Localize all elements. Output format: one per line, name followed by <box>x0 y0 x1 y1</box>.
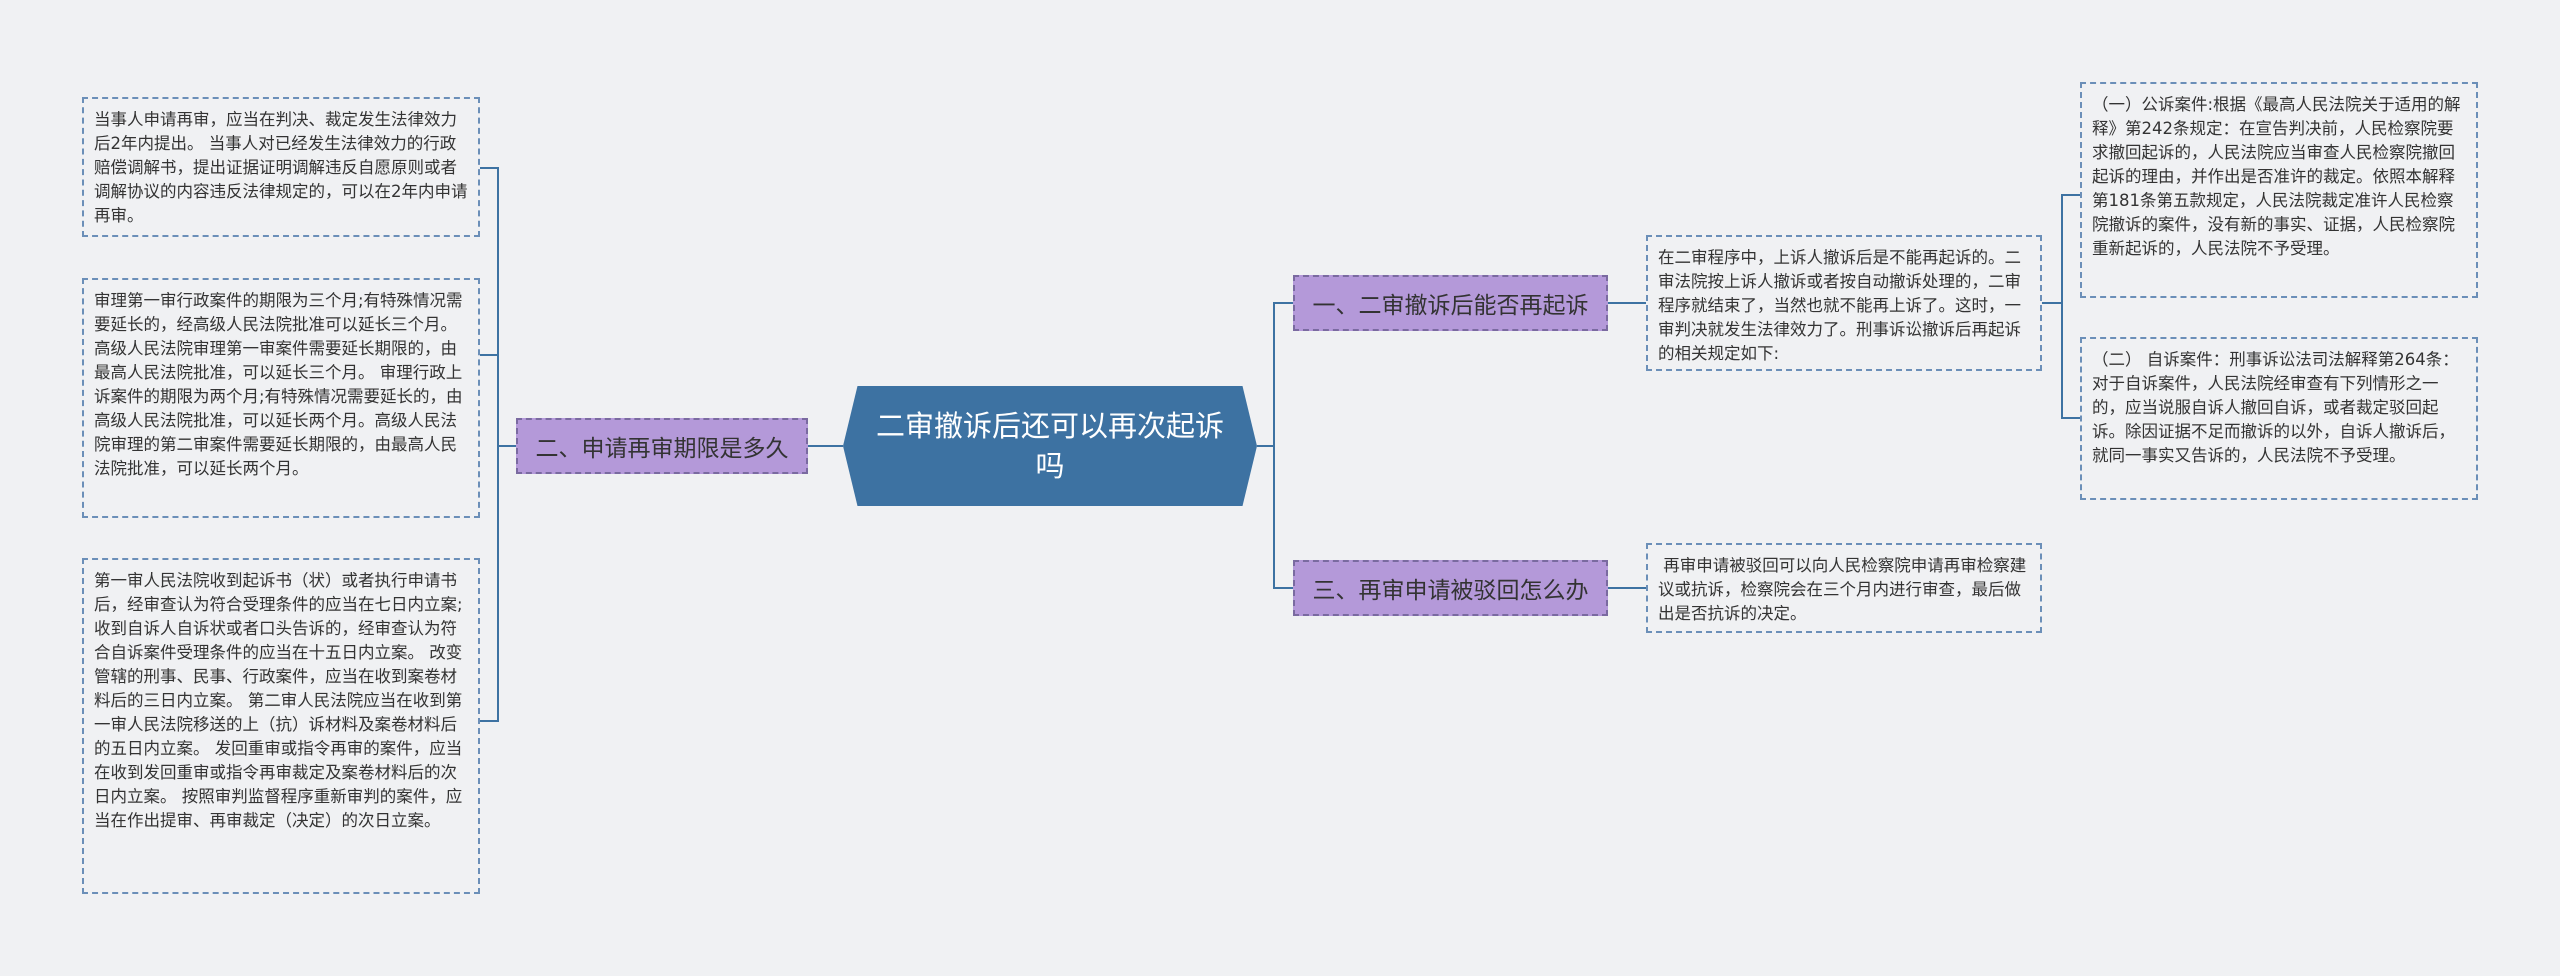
branch-topic-retrial-rejected[interactable]: 三、再审申请被驳回怎么办 <box>1293 560 1608 616</box>
central-topic[interactable]: 二审撤诉后还可以再次起诉吗 <box>843 386 1257 506</box>
leaf-b2-trial-period[interactable]: 审理第一审行政案件的期限为三个月;有特殊情况需要延长的，经高级人民法院批准可以延… <box>82 278 480 518</box>
leaf-b2-application-period[interactable]: 当事人申请再审，应当在判决、裁定发生法律效力后2年内提出。 当事人对已经发生法律… <box>82 97 480 237</box>
leaf-b2-filing-period[interactable]: 第一审人民法院收到起诉书（状）或者执行申请书后，经审查认为符合受理条件的应当在七… <box>82 558 480 894</box>
leaf-b3-main[interactable]: 再审申请被驳回可以向人民检察院申请再审检察建议或抗诉，检察院会在三个月内进行审查… <box>1646 543 2042 633</box>
branch-topic-retrial-after-withdrawal[interactable]: 一、二审撤诉后能否再起诉 <box>1293 275 1608 331</box>
connector-b1leaf-subs <box>2042 194 2080 419</box>
connector-b2-leaves <box>480 167 516 722</box>
leaf-b1-private-prosecution[interactable]: （二） 自诉案件：刑事诉讼法司法解释第264条：对于自诉案件，人民法院经审查有下… <box>2080 337 2478 500</box>
branch-topic-retrial-deadline[interactable]: 二、申请再审期限是多久 <box>516 418 808 474</box>
connector-center-b1 <box>1257 302 1293 447</box>
connector-center-b3 <box>1273 446 1293 589</box>
leaf-b1-public-prosecution[interactable]: （一）公诉案件:根据《最高人民法院关于适用的解释》第242条规定：在宣告判决前，… <box>2080 82 2478 298</box>
leaf-b1-main[interactable]: 在二审程序中，上诉人撤诉后是不能再起诉的。二审法院按上诉人撤诉或者按自动撤诉处理… <box>1646 235 2042 371</box>
